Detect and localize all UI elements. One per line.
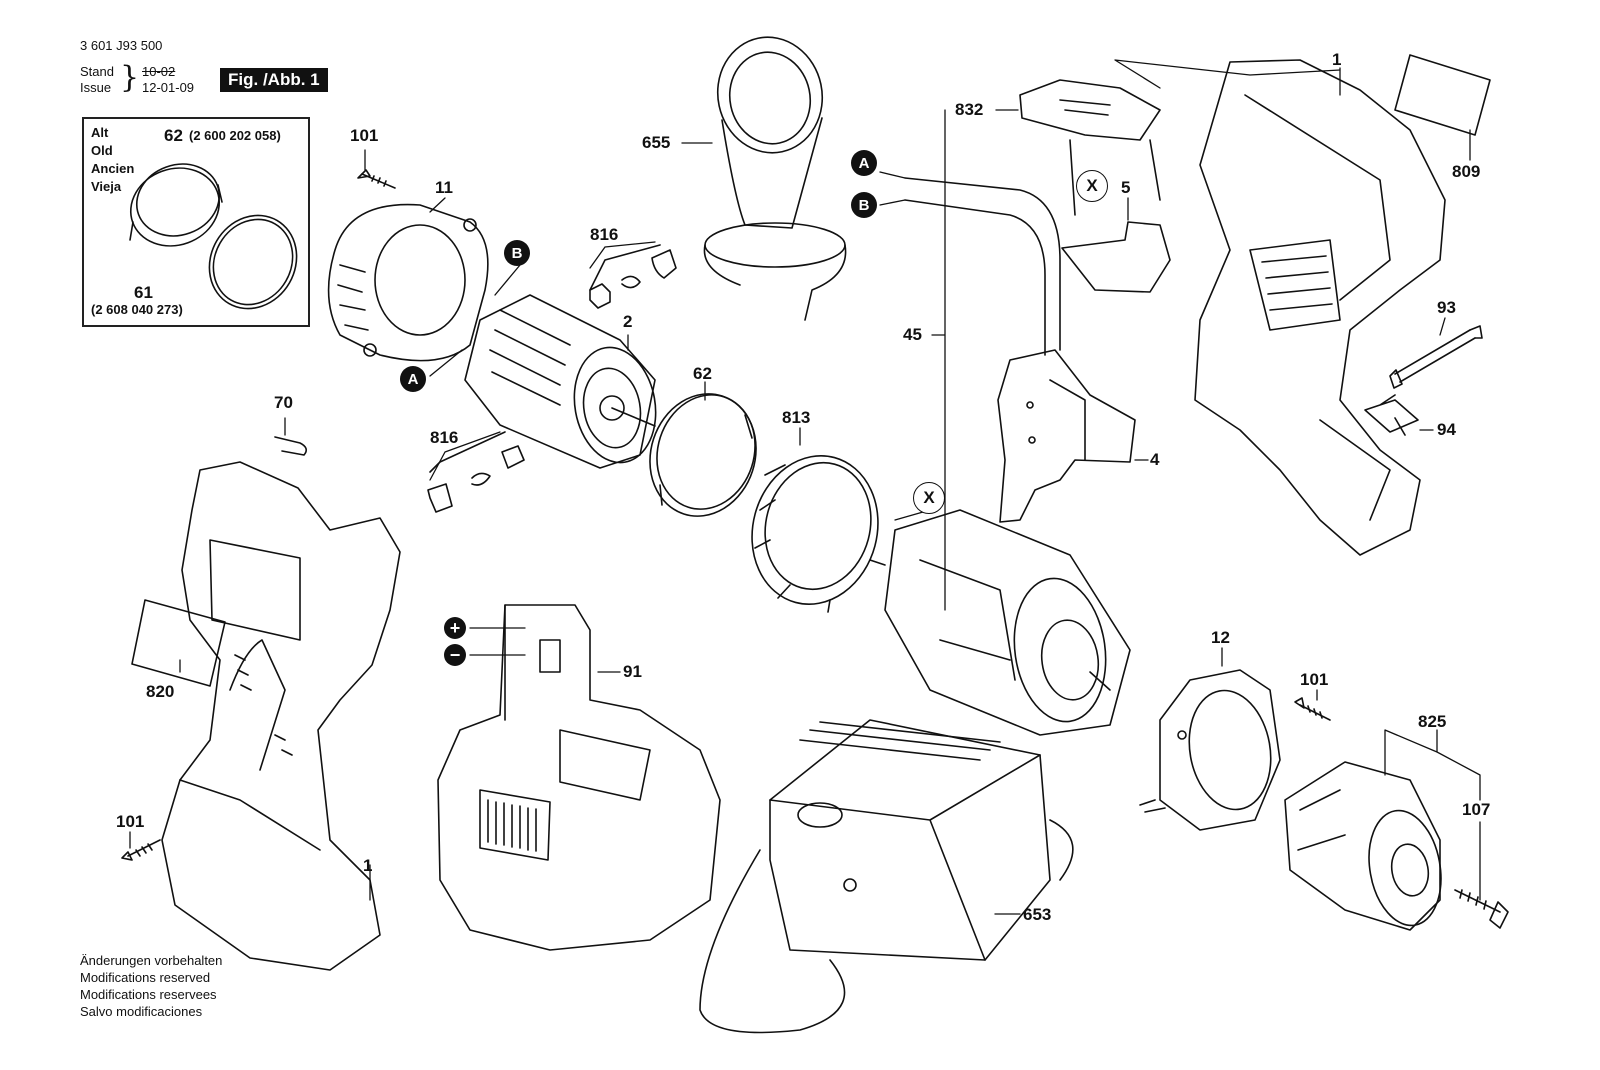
callout-653: 653 <box>1023 905 1052 924</box>
leader-lines <box>129 59 1481 915</box>
callout-809: 809 <box>1452 162 1481 181</box>
figure-label: Fig. /Abb. 1 <box>220 68 328 92</box>
callout-11: 11 <box>435 178 453 197</box>
callout-93: 93 <box>1437 298 1456 317</box>
marker-x-gearbox: X <box>913 482 945 514</box>
callout-1-right: 1 <box>1332 50 1342 69</box>
callout-832: 832 <box>955 100 984 119</box>
footer-note-es: Salvo modificaciones <box>80 1004 203 1019</box>
issue-label: Issue <box>80 80 112 95</box>
callout-91: 91 <box>623 662 642 681</box>
callout-101-top: 101 <box>350 126 379 145</box>
part-5-drawing <box>1061 221 1171 293</box>
charger-653-drawing <box>699 719 1074 1034</box>
old-label-alt: Alt <box>91 125 109 140</box>
marker-a-motor: A <box>400 366 426 392</box>
callout-2: 2 <box>623 312 633 331</box>
footer-note-fr: Modifications reservees <box>80 987 217 1002</box>
brush-816-top-drawing <box>589 244 677 309</box>
old-label-ancien: Ancien <box>91 161 135 176</box>
callout-101-left: 101 <box>116 812 145 831</box>
stand-label: Stand <box>80 64 114 79</box>
screw-107-drawing <box>1454 889 1509 929</box>
issue-date: 12-01-09 <box>142 80 195 95</box>
callout-101-right: 101 <box>1300 670 1329 689</box>
marker-b-motor: B <box>504 240 530 266</box>
motor-2-drawing <box>464 294 657 469</box>
callout-816-lower: 816 <box>430 428 459 447</box>
old-date: 10-02 <box>142 64 176 79</box>
plus-terminal-icon: + <box>444 617 466 639</box>
footer-note-de: Änderungen vorbehalten <box>80 953 223 968</box>
callout-12: 12 <box>1211 628 1230 647</box>
bit-holder-94-drawing <box>1364 394 1419 436</box>
screw-101-top-drawing <box>357 169 396 189</box>
part-11-drawing <box>327 203 489 362</box>
gearbox-drawing <box>884 509 1131 736</box>
old-part-61-code: (2 608 040 273) <box>91 302 183 317</box>
housing-12-drawing <box>1139 669 1281 831</box>
callout-70: 70 <box>274 393 293 412</box>
boot-655-drawing <box>703 36 847 321</box>
old-part-61-number: 61 <box>134 283 153 302</box>
callout-62: 62 <box>693 364 712 383</box>
callout-107: 107 <box>1462 800 1491 819</box>
battery-91-drawing <box>437 604 721 951</box>
marker-b-switch: B <box>851 192 877 218</box>
callout-825: 825 <box>1418 712 1447 731</box>
old-part-62-number: 62 <box>164 126 183 145</box>
old-label-old: Old <box>91 143 113 158</box>
marker-x-cover: X <box>1076 170 1108 202</box>
callout-813: 813 <box>782 408 811 427</box>
callout-45: 45 <box>903 325 922 344</box>
callout-5: 5 <box>1121 178 1131 197</box>
minus-terminal-icon: − <box>444 644 466 666</box>
housing-right-drawing <box>1194 59 1446 556</box>
callout-820: 820 <box>146 682 175 701</box>
chuck-825-drawing <box>1284 761 1442 931</box>
housing-left-drawing <box>161 461 401 971</box>
label-820-drawing <box>131 599 226 687</box>
label-809-drawing <box>1394 54 1491 136</box>
old-label-vieja: Vieja <box>91 179 122 194</box>
old-part-62-code: (2 600 202 058) <box>189 128 281 143</box>
callout-4: 4 <box>1150 450 1160 469</box>
old-ring-61-drawing <box>208 214 298 310</box>
cover-832-drawing <box>1019 79 1161 216</box>
callout-1-left: 1 <box>363 856 373 875</box>
old-ring-62-drawing <box>129 163 223 247</box>
footer-note-en: Modifications reserved <box>80 970 211 985</box>
callout-655: 655 <box>642 133 671 152</box>
switch-45-drawing <box>904 177 1136 523</box>
screw-101-right-drawing <box>1294 697 1331 721</box>
screw-101-left-drawing <box>121 839 161 861</box>
callout-94: 94 <box>1437 420 1456 439</box>
doc-number: 3 601 J93 500 <box>80 38 163 53</box>
brace-icon: } <box>120 60 140 95</box>
ring-62-drawing <box>649 393 757 517</box>
old-parts-box <box>82 117 310 327</box>
callout-816-top: 816 <box>590 225 619 244</box>
clip-70-drawing <box>274 436 308 456</box>
bit-93-drawing <box>1389 325 1483 389</box>
ring-gear-813-drawing <box>751 454 886 613</box>
marker-a-switch: A <box>851 150 877 176</box>
